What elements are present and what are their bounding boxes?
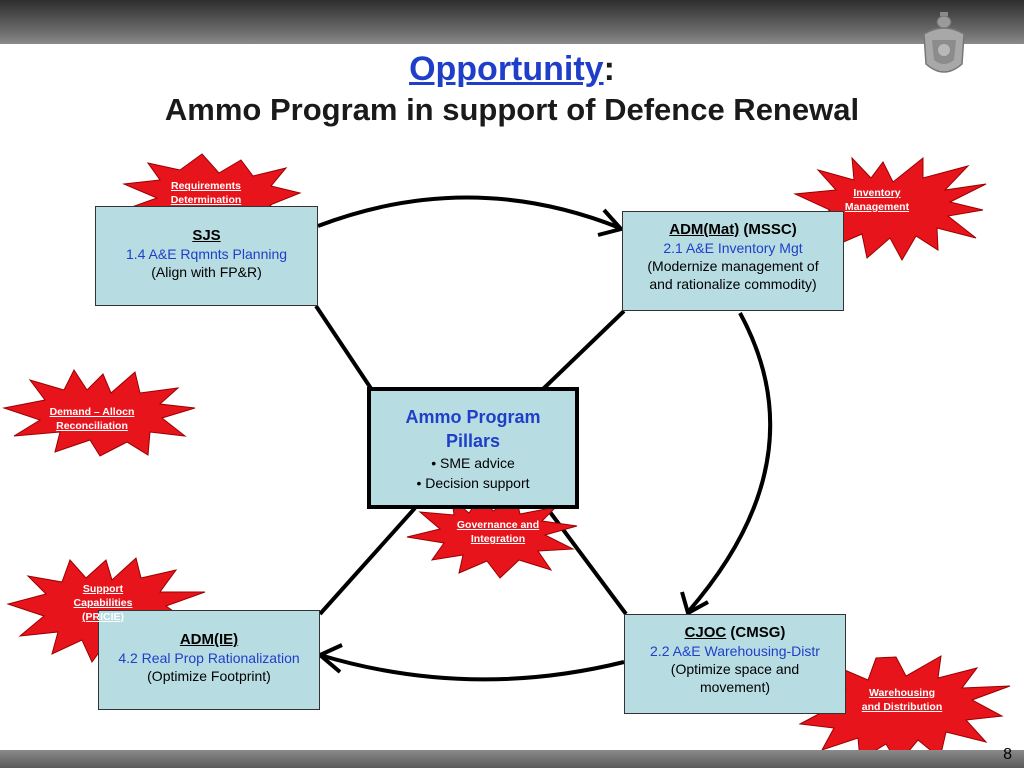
footer-bar — [0, 750, 1024, 768]
admie-org: ADM(IE) — [179, 631, 239, 648]
center-title-2: Pillars — [445, 431, 501, 451]
cjoc-org: CJOC — [684, 624, 727, 641]
arrow-sjs-to-admmat — [317, 195, 621, 230]
center-bullet-2: • Decision support — [416, 475, 530, 491]
crest-badge-icon — [923, 12, 965, 73]
burst-label-demand: Demand – Allocn Reconciliation — [49, 406, 135, 432]
admie-note: (Optimize Footprint) — [147, 668, 271, 684]
admmat-suffix: (MSSC) — [739, 221, 797, 238]
node-center-pillars: Ammo Program Pillars • SME advice • Deci… — [367, 387, 579, 509]
center-title-1: Ammo Program — [405, 407, 541, 427]
burst-label-warehousing: Warehousing and Distribution — [861, 687, 943, 713]
arrowhead-admmat — [597, 208, 625, 237]
sjs-item: 1.4 A&E Rqmnts Planning — [125, 246, 288, 262]
connector-admmat-center — [540, 309, 626, 392]
burst-label-governance: Governance and Integration — [456, 519, 540, 545]
connector-sjs-center — [314, 304, 374, 392]
admmat-note-2: and rationalize commodity) — [649, 276, 817, 292]
slide-title: Opportunity: Ammo Program in support of … — [0, 48, 1024, 130]
node-sjs: SJS 1.4 A&E Rqmnts Planning (Align with … — [95, 206, 318, 306]
arrowhead-admie — [316, 643, 343, 674]
admmat-org: ADM(Mat) — [669, 221, 740, 238]
header-bar — [0, 0, 1024, 44]
burst-label-support: Support Capabilities (PRICIE) — [73, 583, 133, 623]
connector-admie-center — [318, 506, 417, 616]
sjs-org: SJS — [192, 227, 221, 244]
burst-label-inventory: Inventory Management — [844, 187, 910, 213]
title-highlight: Opportunity — [409, 50, 604, 88]
admmat-item: 2.1 A&E Inventory Mgt — [663, 240, 803, 256]
arrow-admmat-to-cjoc — [686, 312, 773, 614]
burst-label-requirements: Requirements Determination — [170, 180, 242, 206]
burst-demand — [2, 368, 196, 457]
cjoc-note-2: movement) — [699, 679, 771, 695]
node-adm-mat: ADM(Mat) (MSSC) 2.1 A&E Inventory Mgt (M… — [622, 211, 844, 311]
admmat-note-1: (Modernize management of — [647, 258, 819, 274]
cjoc-suffix: (CMSG) — [726, 624, 786, 641]
arrow-cjoc-to-admie — [319, 653, 625, 682]
node-cjoc: CJOC (CMSG) 2.2 A&E Warehousing-Distr (O… — [624, 614, 846, 714]
admie-item: 4.2 Real Prop Rationalization — [118, 650, 300, 666]
page-number: 8 — [1003, 746, 1012, 763]
center-bullet-1: • SME advice — [431, 455, 515, 471]
title-subtitle: Ammo Program in support of Defence Renew… — [164, 92, 860, 127]
title-colon: : — [603, 50, 615, 88]
arrowhead-cjoc — [680, 591, 709, 616]
node-adm-ie: ADM(IE) 4.2 Real Prop Rationalization (O… — [98, 610, 320, 710]
cjoc-item: 2.2 A&E Warehousing-Distr — [650, 643, 820, 659]
cjoc-note-1: (Optimize space and — [670, 661, 800, 677]
sjs-note: (Align with FP&R) — [151, 264, 262, 280]
